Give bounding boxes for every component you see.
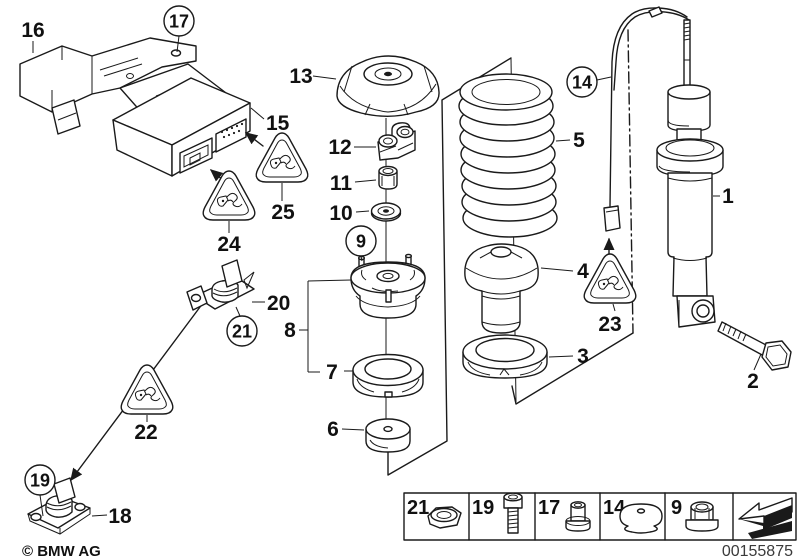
part-5-label[interactable]: 5 [573,129,585,152]
warning-triangle-23: 23 [583,237,637,336]
part-5-coil-spring-drawing [458,73,558,238]
callout-16[interactable]: 16 [21,19,45,53]
part-10-label[interactable]: 10 [329,202,352,225]
callout-4[interactable]: 4 [540,260,589,283]
callout-20[interactable]: 20 [252,292,290,315]
part-15-label[interactable]: 15 [266,112,290,135]
legend-cell-9[interactable]: 9 [671,497,719,532]
callout-6[interactable]: 6 [327,418,365,441]
legend-cell-21[interactable]: 21 [407,497,462,529]
collar-nut-icon [565,501,591,532]
warning-triangle-22: 22 [120,364,174,444]
part-6-label[interactable]: 6 [327,418,339,441]
part-22-label[interactable]: 22 [134,421,157,444]
part-4-label[interactable]: 4 [577,260,589,283]
connector-warning-icon [255,132,309,183]
part-1-strut-drawing [656,19,724,328]
callout-3[interactable]: 3 [548,345,589,368]
callout-18[interactable]: 18 [91,505,132,528]
flange-lock-nut-icon [685,501,719,532]
connector-warning-icon [202,170,256,221]
legend-9-label: 9 [671,497,682,519]
part-9-label[interactable]: 9 [356,232,366,252]
part-13-support-cover-drawing [336,55,440,117]
connector-warning-icon [583,253,637,304]
legend-cell-continuation[interactable] [738,497,793,539]
callout-10[interactable]: 10 [329,202,370,225]
legend-cell-14[interactable]: 14 [603,497,663,534]
part-21-label[interactable]: 21 [232,322,252,342]
callout-5[interactable]: 5 [555,129,585,152]
legend-17-label: 17 [538,497,560,519]
warning-triangle-25: 25 [255,132,309,224]
callout-8-bracket[interactable]: 8 [284,279,353,373]
part-7-label[interactable]: 7 [326,361,338,384]
part-10-washer-drawing [370,202,402,222]
part-11-nut-drawing [378,165,398,190]
part-24-label[interactable]: 24 [217,233,241,256]
callout-15[interactable]: 15 [250,107,290,135]
connector-warning-icon [120,364,174,415]
legend-table: 21 19 17 [403,492,797,541]
legend-cell-17[interactable]: 17 [538,497,591,532]
document-number: 00155875 [722,543,793,559]
part-14-cable-drawing [603,6,690,232]
socket-head-screw-icon [503,492,523,534]
part-15-control-unit-drawing [112,77,251,177]
warning-triangle-24: 24 [202,170,256,256]
callout-19-circled[interactable]: 19 [24,464,56,517]
part-6-cap-drawing [365,418,411,453]
copyright-text: © BMW AG [22,543,101,559]
legend-21-label: 21 [407,497,429,519]
callout-9-circled[interactable]: 9 [345,225,377,262]
callout-13[interactable]: 13 [289,65,337,88]
callout-12[interactable]: 12 [328,136,376,159]
callout-11[interactable]: 11 [330,172,377,195]
part-2-bolt-drawing [717,321,792,371]
part-23-label[interactable]: 23 [598,313,621,336]
part-3-spring-pad-drawing [462,334,548,379]
part-14-label[interactable]: 14 [572,73,592,93]
part-3-label[interactable]: 3 [577,345,589,368]
continuation-arrow-icon [738,497,793,539]
callout-14-circled[interactable]: 14 [566,66,612,98]
callout-17-circled[interactable]: 17 [163,5,195,53]
part-4-bump-stop-drawing [464,243,539,334]
callout-7[interactable]: 7 [326,361,338,384]
part-8-label[interactable]: 8 [284,319,296,342]
callout-21-circled[interactable]: 21 [226,306,258,347]
hex-nut-icon [427,506,462,529]
legend-cell-19[interactable]: 19 [472,492,523,534]
part-17-label[interactable]: 17 [169,12,189,32]
part-18-label[interactable]: 18 [108,505,132,528]
part-20-label[interactable]: 20 [267,292,290,315]
part-12-clamp-drawing [377,122,416,161]
part-9-support-bearing-drawing [350,253,426,319]
legend-19-label: 19 [472,497,494,519]
part-25-label[interactable]: 25 [271,201,295,224]
part-20-sensor-bracket-drawing [70,259,255,482]
part-18-sensor-drawing [27,477,91,535]
part-16-label[interactable]: 16 [21,19,44,42]
dome-grommet-icon [619,503,663,534]
part-19-label[interactable]: 19 [30,471,50,491]
part-13-label[interactable]: 13 [289,65,312,88]
part-1-label[interactable]: 1 [722,185,734,208]
part-11-label[interactable]: 11 [330,172,353,195]
part-2-label[interactable]: 2 [747,370,759,393]
callout-2[interactable]: 2 [747,353,762,393]
part-7-gasket-ring-drawing [352,353,424,398]
part-12-label[interactable]: 12 [328,136,351,159]
callout-1[interactable]: 1 [713,185,734,208]
